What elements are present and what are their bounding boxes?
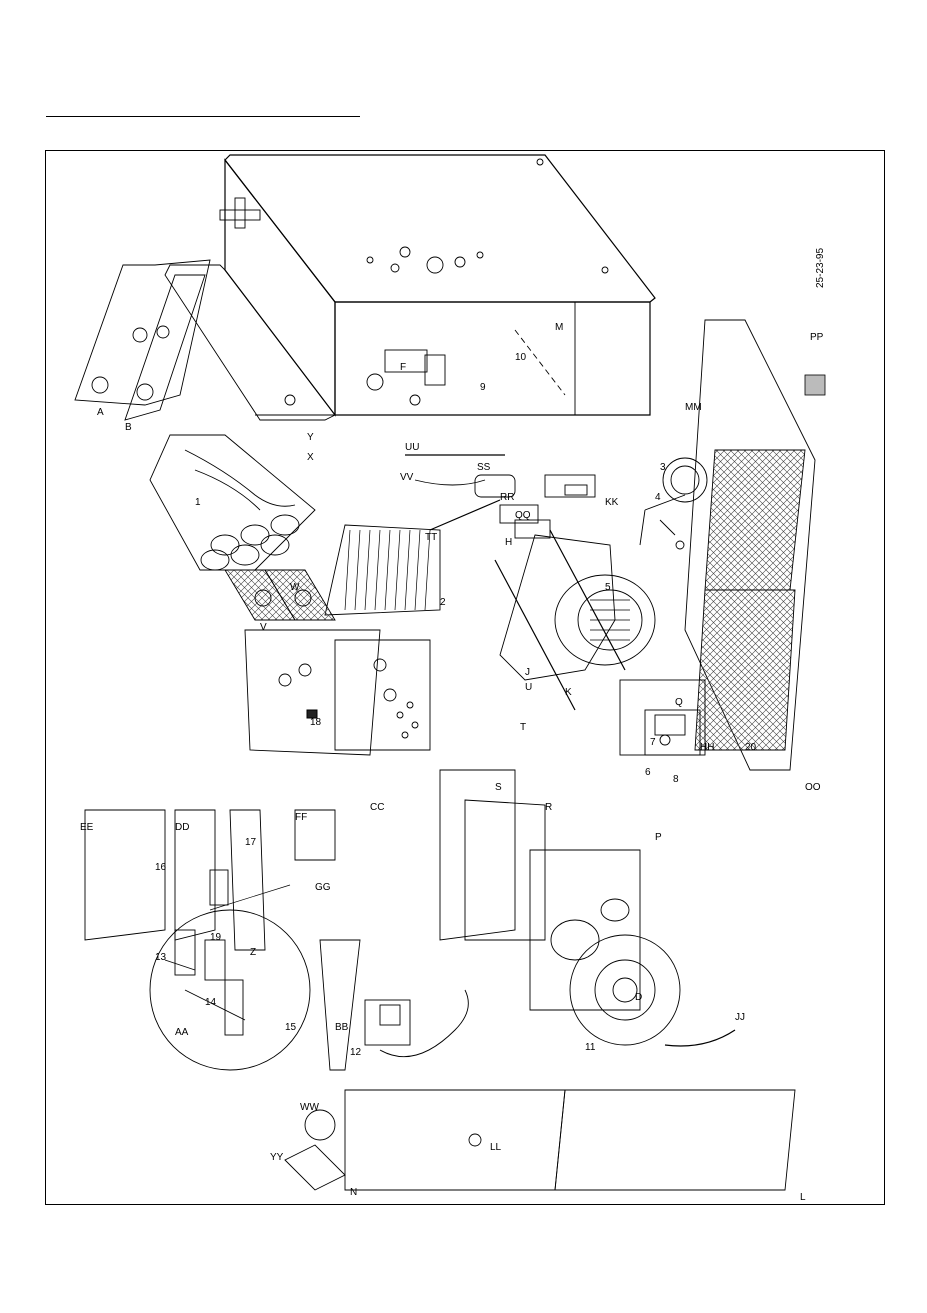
cabinet bbox=[165, 155, 655, 420]
callout: 1 bbox=[195, 497, 201, 508]
callouts: A B 1 Y X F 9 10 M UU VV TT SS RR QQ KK … bbox=[80, 322, 824, 1203]
callout: 6 bbox=[645, 767, 651, 778]
callout: 7 bbox=[650, 737, 656, 748]
callout: DD bbox=[175, 822, 189, 833]
callout: 10 bbox=[515, 352, 527, 363]
callout: 20 bbox=[745, 742, 757, 753]
doors bbox=[345, 1090, 795, 1190]
callout: KK bbox=[605, 497, 619, 508]
callout: K bbox=[565, 687, 572, 698]
callout: SS bbox=[477, 462, 491, 473]
heat-exchanger bbox=[150, 435, 315, 570]
callout: B bbox=[125, 422, 132, 433]
callout: 19 bbox=[210, 932, 222, 943]
callout: JJ bbox=[735, 1012, 745, 1023]
header-rule bbox=[46, 116, 360, 117]
callout: HH bbox=[700, 742, 714, 753]
callout: MM bbox=[685, 402, 702, 413]
callout: WW bbox=[300, 1102, 319, 1113]
drawing-number: 25-23-95 bbox=[815, 248, 826, 288]
callout: PP bbox=[810, 332, 824, 343]
callout: Z bbox=[250, 947, 256, 958]
callout: CC bbox=[370, 802, 384, 813]
callout: 17 bbox=[245, 837, 257, 848]
callout: FF bbox=[295, 812, 307, 823]
callout: D bbox=[635, 992, 642, 1003]
callout: Q bbox=[675, 697, 683, 708]
callout: R bbox=[545, 802, 552, 813]
callout: LL bbox=[490, 1142, 502, 1153]
blower-housing bbox=[495, 530, 655, 710]
callout: OO bbox=[805, 782, 821, 793]
callout: X bbox=[307, 452, 314, 463]
callout: BB bbox=[335, 1022, 349, 1033]
callout: 5 bbox=[605, 582, 611, 593]
callout: 15 bbox=[285, 1022, 297, 1033]
callout: RR bbox=[500, 492, 514, 503]
callout: 2 bbox=[440, 597, 446, 608]
panel-v bbox=[245, 630, 430, 755]
callout: 9 bbox=[480, 382, 486, 393]
callout: L bbox=[800, 1192, 806, 1203]
callout: 14 bbox=[205, 997, 217, 1008]
part-pp bbox=[805, 375, 825, 395]
burner-detail-inset bbox=[150, 885, 310, 1070]
callout: 3 bbox=[660, 462, 666, 473]
callout: 13 bbox=[155, 952, 167, 963]
vent-fittings bbox=[285, 1110, 345, 1190]
callout: 18 bbox=[310, 717, 322, 728]
callout: GG bbox=[315, 882, 331, 893]
top-panels bbox=[75, 260, 210, 420]
callout: 4 bbox=[655, 492, 661, 503]
callout: Y bbox=[307, 432, 314, 443]
callout: TT bbox=[425, 532, 437, 543]
callout: AA bbox=[175, 1027, 189, 1038]
callout: F bbox=[400, 362, 406, 373]
callout: 12 bbox=[350, 1047, 362, 1058]
callout: YY bbox=[270, 1152, 284, 1163]
callout: A bbox=[97, 407, 104, 418]
gaskets-w bbox=[225, 570, 335, 620]
secondary-coil bbox=[325, 525, 440, 615]
callout: J bbox=[525, 667, 530, 678]
callout: T bbox=[520, 722, 526, 733]
callout: 11 bbox=[585, 1042, 596, 1053]
callout: 8 bbox=[673, 774, 679, 785]
callout: QQ bbox=[515, 510, 531, 521]
blower-motor bbox=[640, 458, 707, 549]
callout: V bbox=[260, 622, 267, 633]
gas-valve bbox=[365, 1000, 410, 1045]
callout: EE bbox=[80, 822, 94, 833]
control-box bbox=[645, 710, 700, 755]
callout: N bbox=[350, 1187, 357, 1198]
lower-panels bbox=[440, 680, 705, 1010]
exploded-parts-diagram: A B 1 Y X F 9 10 M UU VV TT SS RR QQ KK … bbox=[45, 150, 885, 1205]
filters bbox=[685, 320, 815, 770]
callout: S bbox=[495, 782, 502, 793]
callout: M bbox=[555, 322, 563, 333]
callout: H bbox=[505, 537, 512, 548]
callout: W bbox=[290, 582, 300, 593]
callout: 16 bbox=[155, 862, 167, 873]
callout: P bbox=[655, 832, 662, 843]
callout: UU bbox=[405, 442, 419, 453]
callout: U bbox=[525, 682, 532, 693]
callout: VV bbox=[400, 472, 414, 483]
